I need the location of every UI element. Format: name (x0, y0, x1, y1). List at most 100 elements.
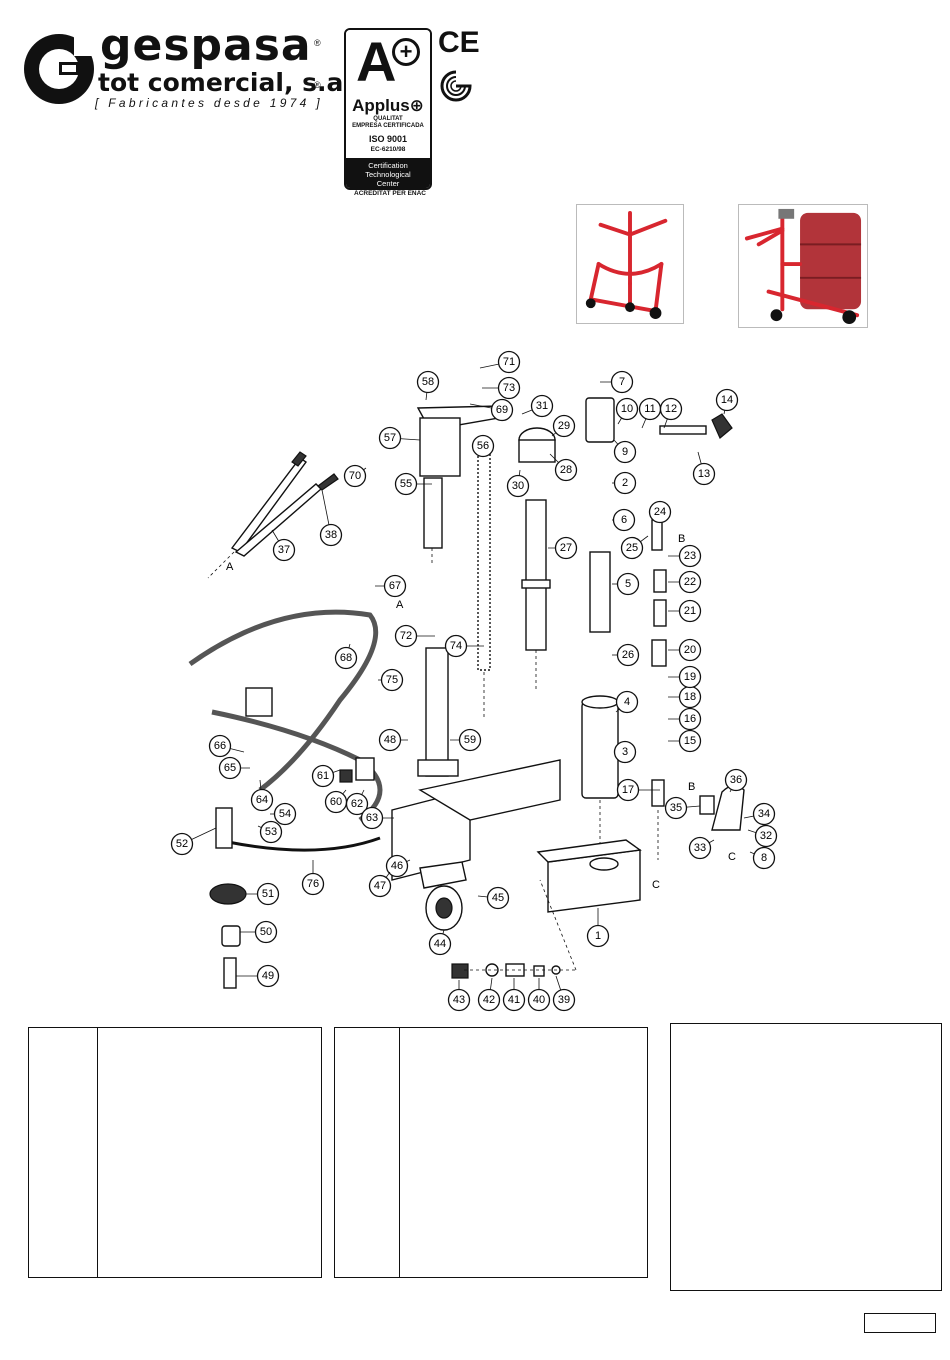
cert-badge-top: A + Applus⊕ QUALITAT EMPRESA CERTIFICADA… (346, 30, 430, 158)
svg-text:73: 73 (503, 382, 515, 394)
svg-text:72: 72 (400, 630, 412, 642)
part-callout-4: 4 (615, 690, 639, 714)
svg-text:33: 33 (694, 842, 706, 854)
diagram-parts (188, 397, 745, 989)
svg-text:52: 52 (176, 838, 188, 850)
svg-text:11: 11 (644, 403, 655, 415)
cert-iso: ISO 9001 (368, 134, 408, 144)
svg-text:35: 35 (670, 802, 682, 814)
part-callout-32: 32 (754, 824, 778, 848)
svg-text:16: 16 (684, 713, 696, 725)
svg-text:20: 20 (684, 644, 696, 656)
cert-empresa-line: EMPRESA CERTIFICADA (352, 123, 424, 129)
part-callout-52: 52 (170, 832, 194, 856)
svg-text:22: 22 (684, 576, 696, 588)
brand-name: gespasa (100, 20, 312, 71)
part-callout-18: 18 (678, 685, 702, 709)
part-callout-45: 45 (486, 886, 510, 910)
part-callout-5: 5 (616, 572, 640, 596)
svg-text:53: 53 (265, 826, 277, 838)
svg-text:31: 31 (536, 400, 548, 412)
part-callout-30: 30 (506, 474, 530, 498)
part-callout-63: 63 (360, 806, 384, 830)
svg-text:32: 32 (760, 830, 772, 842)
part-callout-64: 64 (250, 788, 274, 812)
part-callout-38: 38 (319, 523, 343, 547)
svg-text:9: 9 (622, 446, 628, 458)
part-callout-42: 42 (477, 988, 501, 1012)
part-callout-76: 76 (301, 872, 325, 896)
part-callout-69: 69 (490, 398, 514, 422)
cert-qualitat: QUALITAT EMPRESA CERTIFICADA (346, 116, 430, 130)
svg-text:24: 24 (654, 506, 666, 518)
svg-text:38: 38 (325, 529, 337, 541)
part-callout-3: 3 (613, 740, 637, 764)
svg-text:13: 13 (698, 468, 710, 480)
part-callout-36: 36 (724, 768, 748, 792)
svg-text:36: 36 (730, 774, 742, 786)
part-callout-57: 57 (378, 426, 402, 450)
svg-text:2: 2 (622, 477, 628, 489)
part-callout-39: 39 (552, 988, 576, 1012)
part-callout-21: 21 (678, 599, 702, 623)
svg-text:25: 25 (626, 542, 638, 554)
part-callout-8: 8 (752, 846, 776, 870)
part-callout-37: 37 (272, 538, 296, 562)
svg-text:27: 27 (560, 542, 572, 554)
svg-text:5: 5 (625, 578, 631, 590)
svg-text:71: 71 (503, 356, 515, 368)
svg-text:30: 30 (512, 480, 524, 492)
part-callout-28: 28 (554, 458, 578, 482)
svg-text:29: 29 (558, 420, 570, 432)
svg-text:26: 26 (622, 649, 634, 661)
part-callout-72: 72 (394, 624, 418, 648)
part-callout-47: 47 (368, 874, 392, 898)
cert-center-line: Center (376, 179, 400, 188)
svg-text:4: 4 (624, 696, 630, 708)
registered-mark-2: ® (314, 80, 321, 90)
part-callout-16: 16 (678, 707, 702, 731)
part-callout-68: 68 (334, 646, 358, 670)
part-callout-67: 67 (383, 574, 407, 598)
reference-letter-a: A (396, 599, 404, 611)
svg-text:63: 63 (366, 812, 378, 824)
cert-enac: ACREDITAT PER ENAC (354, 190, 426, 197)
part-callout-10: 10 (615, 397, 639, 421)
svg-text:3: 3 (622, 746, 628, 758)
part-callout-17: 17 (616, 778, 640, 802)
svg-text:76: 76 (307, 878, 319, 890)
cert-plus-icon: + (392, 38, 420, 66)
svg-text:21: 21 (684, 605, 696, 617)
part-callout-6: 6 (612, 508, 636, 532)
part-callout-14: 14 (715, 388, 739, 412)
svg-text:50: 50 (260, 926, 272, 938)
svg-text:51: 51 (262, 888, 274, 900)
svg-text:59: 59 (464, 734, 476, 746)
svg-text:39: 39 (558, 994, 570, 1006)
svg-text:55: 55 (400, 478, 412, 490)
part-callout-44: 44 (428, 932, 452, 956)
part-callout-55: 55 (394, 472, 418, 496)
svg-text:45: 45 (492, 892, 504, 904)
svg-text:66: 66 (214, 740, 226, 752)
part-callout-13: 13 (692, 462, 716, 486)
part-callout-50: 50 (254, 920, 278, 944)
part-callout-20: 20 (678, 638, 702, 662)
svg-text:75: 75 (386, 674, 398, 686)
svg-text:14: 14 (721, 394, 733, 406)
svg-text:41: 41 (508, 994, 520, 1006)
cert-center-line: Technological (365, 170, 411, 179)
part-callout-23: 23 (678, 544, 702, 568)
part-callout-74: 74 (444, 634, 468, 658)
svg-text:65: 65 (224, 762, 236, 774)
svg-text:42: 42 (483, 994, 495, 1006)
reference-letter-b: B (688, 781, 695, 793)
part-callout-46: 46 (385, 854, 409, 878)
part-callout-25: 25 (620, 536, 644, 560)
cert-ec-code: EC-6210/98 (370, 146, 406, 153)
part-callout-24: 24 (648, 500, 672, 524)
part-callout-59: 59 (458, 728, 482, 752)
svg-text:46: 46 (391, 860, 403, 872)
brand-subtitle: tot comercial, s.a. (98, 68, 353, 97)
reference-letter-c: C (652, 879, 660, 891)
